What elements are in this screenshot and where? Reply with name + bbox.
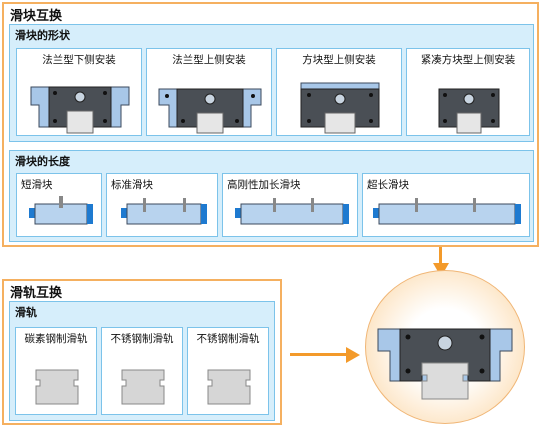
rail-interchange-title: 滑轨互换 [10, 286, 63, 301]
block-interchange-title: 滑块互换 [10, 9, 63, 24]
stainless-rail-icon-2 [207, 369, 251, 405]
length-cell-standard: 标准滑块 [106, 173, 218, 237]
shape-cell-flange-bottom: 法兰型下侧安装 [16, 48, 142, 136]
block-length-title: 滑块的长度 [15, 155, 70, 168]
rail-interchange-panel: 滑轨互换 滑轨 碳素钢制滑轨 不锈钢制滑轨 不锈钢制滑轨 [2, 279, 282, 425]
block-shape-section: 滑块的形状 法兰型下侧安装 法兰型上侧安装 [9, 24, 534, 142]
combined-assembly-circle [365, 270, 525, 424]
square-block-top-mount-icon [300, 82, 380, 134]
rail-cell-stainless-1: 不锈钢制滑轨 [101, 327, 183, 415]
rail-label-carbon-steel: 碳素钢制滑轨 [24, 333, 88, 345]
block-interchange-panel: 滑块互换 滑块的形状 法兰型下侧安装 法兰型上侧安装 [2, 2, 539, 247]
rail-label-stainless-2: 不锈钢制滑轨 [196, 333, 260, 345]
high-rigidity-long-block-icon [235, 198, 349, 225]
length-cell-extra-long: 超长滑块 [362, 173, 530, 237]
shape-cell-square-top: 方块型上侧安装 [276, 48, 402, 136]
length-cell-high-rigidity-long: 高刚性加长滑块 [222, 173, 358, 237]
combined-block-rail-icon [377, 328, 513, 400]
shape-label-flange-bottom: 法兰型下侧安装 [42, 54, 116, 66]
stainless-rail-icon [121, 369, 165, 405]
extra-long-block-icon [373, 198, 521, 225]
flange-block-bottom-mount-icon [30, 86, 130, 134]
shape-label-flange-top: 法兰型上侧安装 [172, 54, 246, 66]
shape-label-square-top: 方块型上侧安装 [302, 54, 376, 66]
right-arrow-icon [290, 347, 360, 363]
length-label-standard: 标准滑块 [111, 179, 153, 191]
shape-cell-compact-square-top: 紧凑方块型上侧安装 [406, 48, 530, 136]
flange-block-top-mount-icon [158, 88, 262, 134]
rail-label-stainless-1: 不锈钢制滑轨 [110, 333, 174, 345]
length-cell-short: 短滑块 [16, 173, 102, 237]
compact-square-block-icon [438, 88, 500, 134]
shape-label-compact-square-top: 紧凑方块型上侧安装 [420, 54, 516, 66]
shape-cell-flange-top: 法兰型上侧安装 [146, 48, 272, 136]
block-length-section: 滑块的长度 短滑块 标准滑块 高刚性加长滑块 [9, 150, 534, 242]
carbon-steel-rail-icon [35, 369, 79, 405]
rail-cell-carbon-steel: 碳素钢制滑轨 [15, 327, 97, 415]
block-shape-title: 滑块的形状 [15, 29, 70, 42]
length-label-short: 短滑块 [21, 179, 53, 191]
standard-block-icon [121, 198, 207, 225]
short-block-icon [29, 196, 93, 225]
length-label-extra-long: 超长滑块 [367, 179, 409, 191]
length-label-high-rigidity-long: 高刚性加长滑块 [227, 179, 301, 191]
rail-section-title: 滑轨 [15, 306, 37, 319]
rail-section: 滑轨 碳素钢制滑轨 不锈钢制滑轨 不锈钢制滑轨 [9, 301, 275, 421]
rail-cell-stainless-2: 不锈钢制滑轨 [187, 327, 269, 415]
